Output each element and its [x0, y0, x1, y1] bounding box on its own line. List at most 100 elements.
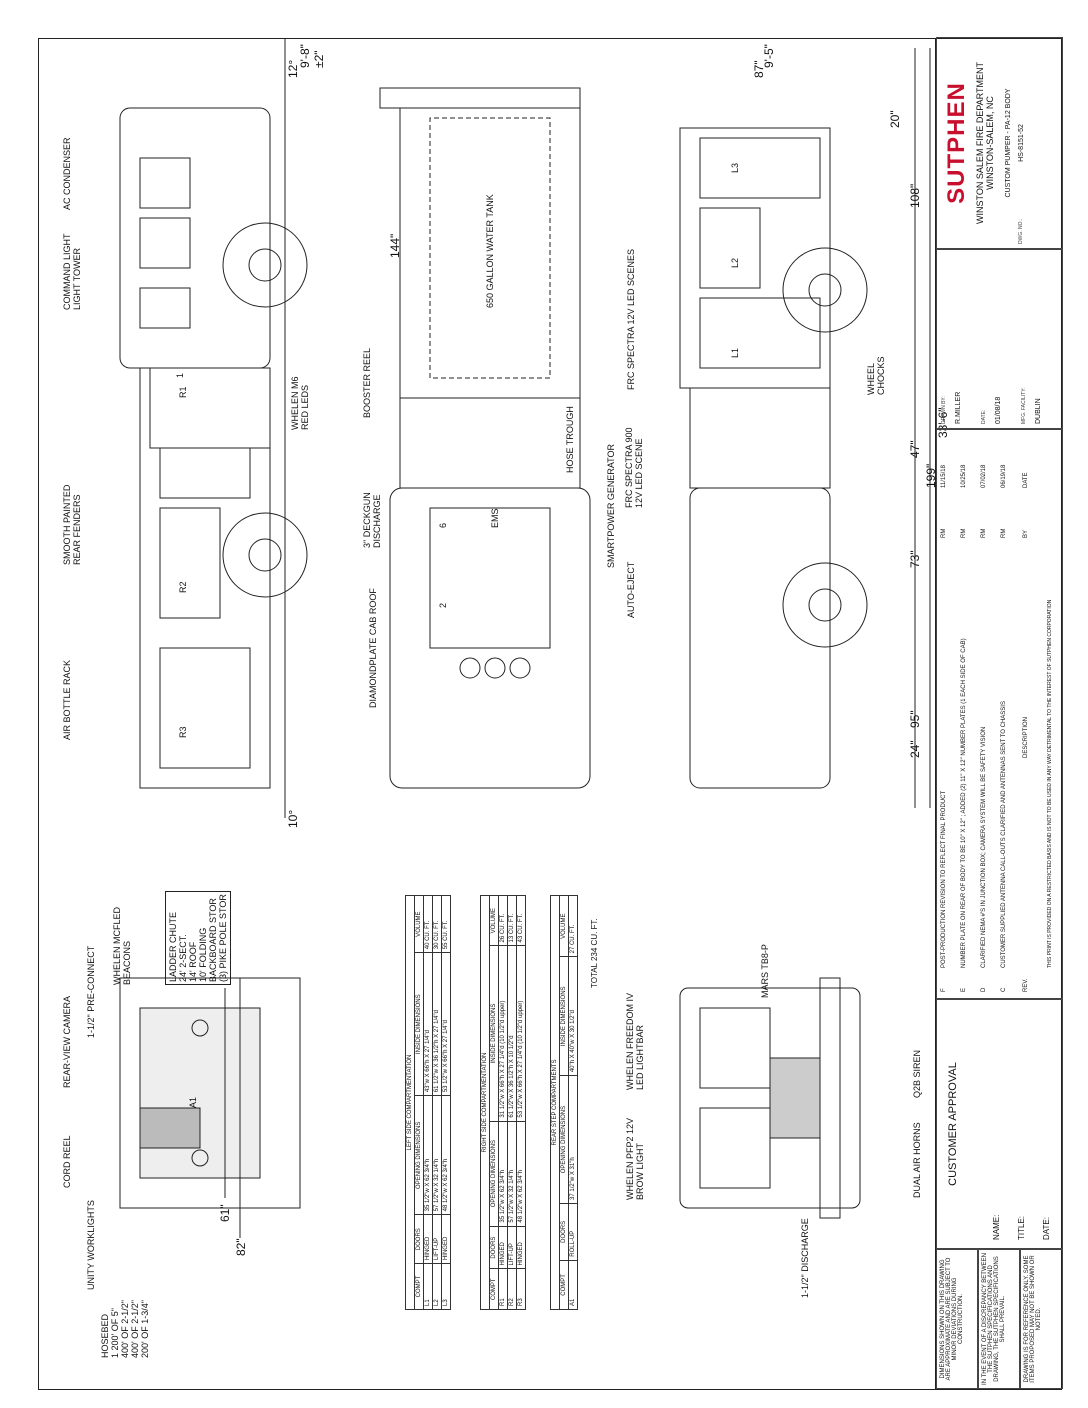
drawing-info: DRAWN BY: R.MILLER DATE: 01/08/18 MFG. F…: [936, 249, 1063, 429]
front-wheel: [222, 222, 308, 308]
callout-text: WHELEN M6: [290, 376, 300, 430]
water-tank-label: 650 GALLON WATER TANK: [485, 194, 495, 308]
compt-a1: A1: [188, 1096, 198, 1108]
revision-description: POST-PRODUCTION REVISION TO REFLECT FINA…: [941, 790, 947, 968]
col-header: OPENING DIMENSIONS: [414, 1095, 424, 1215]
customer-name: WINSTON SALEM FIRE DEPARTMENT: [975, 61, 985, 225]
callout-text: 1 200' OF 5": [110, 1308, 120, 1358]
compt-l2: L2: [730, 257, 740, 268]
table-cell: 61 1/2"w X 36 1/2"h X 10 1/2"d: [507, 945, 517, 1122]
callout-text: REAR FENDERS: [72, 494, 82, 565]
date-label-2: DATE:: [981, 409, 987, 424]
compt-l3: L3: [730, 162, 740, 173]
mfg-label: MFG. FACILITY:: [1021, 387, 1027, 424]
table-cell: 53 1/2"w X 66"h X 27 1/4"d: [441, 952, 451, 1096]
side-view-right: [119, 38, 308, 818]
table-title: REAR STEP COMPARTMENTS: [550, 895, 560, 1310]
date-label[interactable]: DATE:: [1042, 1217, 1051, 1240]
seat-2: 2: [438, 602, 448, 608]
water-tank: [429, 117, 551, 379]
dim-87: 87": [752, 60, 766, 78]
callout-text: CHOCKS: [876, 356, 886, 395]
by-header: BY: [1023, 529, 1029, 538]
pump-panel: [149, 367, 271, 449]
table-cell: 30 CU. FT.: [432, 895, 442, 953]
air-horns-callout: DUAL AIR HORNS: [912, 1122, 922, 1198]
pump-panel: [689, 387, 831, 489]
customer-approval-title: CUSTOMER APPROVAL: [947, 1062, 959, 1186]
table-cell: 27 CU. FT.: [568, 895, 578, 957]
table-title: LEFT SIDE COMPARTMENTATION: [405, 895, 415, 1310]
sutphen-logo: SUTPHEN: [943, 82, 970, 204]
revision-description: NUMBER PLATE ON REAR OF BODY TO BE 10" X…: [961, 638, 967, 968]
unity-worklights-callout: UNITY WORKLIGHTS: [86, 1200, 96, 1290]
compt-l1: L1: [730, 347, 740, 358]
ladder-chute-callout: LADDER CHUTE 24' 2-SECT. 14' ROOF 10' FO…: [165, 891, 231, 985]
callout-text: BEACONS: [122, 940, 132, 985]
dim-61: 61": [218, 1204, 232, 1222]
table-cell: 35 1/2"w X 62 3/4"h: [423, 1095, 433, 1215]
dim-20: 20": [888, 110, 902, 128]
air-bottle-rack-callout: AIR BOTTLE RACK: [62, 659, 72, 740]
table-cell: 57 1/2"w X 32 1/4"h: [432, 1095, 442, 1215]
table-cell: HINGED: [423, 1214, 433, 1264]
door-1: 1: [175, 372, 185, 378]
dim-108: 108": [908, 183, 922, 208]
title-label[interactable]: TITLE:: [1017, 1215, 1026, 1240]
col-header: INSIDE DIMENSIONS: [559, 956, 569, 1076]
whelen-m6-callout: WHELEN M6 RED LEDS: [290, 376, 310, 430]
siren-callout: Q2B SIREN: [912, 1049, 922, 1098]
lightbar-callout: WHELEN FREEDOM IV LED LIGHTBAR: [625, 993, 645, 1090]
command-light-callout: COMMAND LIGHT LIGHT TOWER: [62, 234, 82, 311]
table-title: RIGHT SIDE COMPARTMENTATION: [480, 895, 490, 1310]
callout-text: 400' OF 2-1/2": [120, 1300, 130, 1358]
customer-city: WINSTON-SALEM, NC: [985, 96, 995, 190]
revision-by: RM: [941, 528, 947, 538]
table-cell: 55 CU. FT.: [441, 895, 451, 953]
callout-text: WHELEN MCFLED: [112, 906, 122, 985]
table-cell: HINGED: [498, 1226, 508, 1269]
table-cell: A1: [568, 1260, 578, 1310]
table-cell: 35 1/2"w X 62 3/4"h: [498, 1121, 508, 1227]
revision-letter: E: [961, 987, 967, 992]
callout-text: DISCHARGE: [372, 494, 382, 548]
revision-date: 10/25/18: [961, 464, 967, 488]
col-header: DOORS: [489, 1226, 499, 1269]
drawing-date: 01/08/18: [995, 396, 1002, 424]
table-cell: 43 CU. FT.: [516, 895, 526, 946]
table-cell: ROLL-UP: [568, 1203, 578, 1261]
table-cell: L2: [432, 1263, 442, 1310]
table-cell: 40 CU. FT.: [423, 895, 433, 953]
preconnect-callout: 1-1/2" PRE-CONNECT: [86, 945, 96, 1038]
revision-date: 11/15/18: [941, 465, 947, 488]
col-header: COMPT: [414, 1263, 424, 1310]
table-cell: 61 1/2"w X 36 1/2"h X 27 1/4"d: [432, 952, 442, 1096]
table-cell: L1: [423, 1263, 433, 1310]
rear-wheel: [782, 247, 868, 333]
name-label[interactable]: NAME:: [992, 1214, 1001, 1240]
dim-angle-10: 10°: [286, 809, 300, 828]
dim-47: 47": [908, 440, 922, 458]
col-header: COMPT: [559, 1260, 569, 1310]
frc-900-callout: FRC SPECTRA 900 12V LED SCENE: [624, 427, 644, 508]
callout-text: WHEEL: [866, 362, 876, 395]
frc-scenes-callout: FRC SPECTRA 12V LED SCENES: [626, 248, 636, 390]
cord-reel-callout: CORD REEL: [62, 1135, 72, 1188]
table-cell: LIFT-UP: [432, 1214, 442, 1264]
table-cell: 57 1/2"w X 32 1/4"h: [507, 1121, 517, 1227]
compt-r1: R1: [178, 386, 188, 398]
mars-callout: MARS TB8-P: [760, 944, 770, 998]
revision-date: 06/19/18: [1001, 464, 1007, 488]
callout-text: 10' FOLDING: [198, 927, 208, 982]
revision-description: CLARIFIED NEMA #'S IN JUNCTION BOX; CAME…: [981, 726, 987, 968]
booster-reel-callout: BOOSTER REEL: [362, 347, 372, 418]
callout-text: HOSEBED: [100, 1313, 110, 1358]
compartment-l3: [699, 137, 821, 199]
